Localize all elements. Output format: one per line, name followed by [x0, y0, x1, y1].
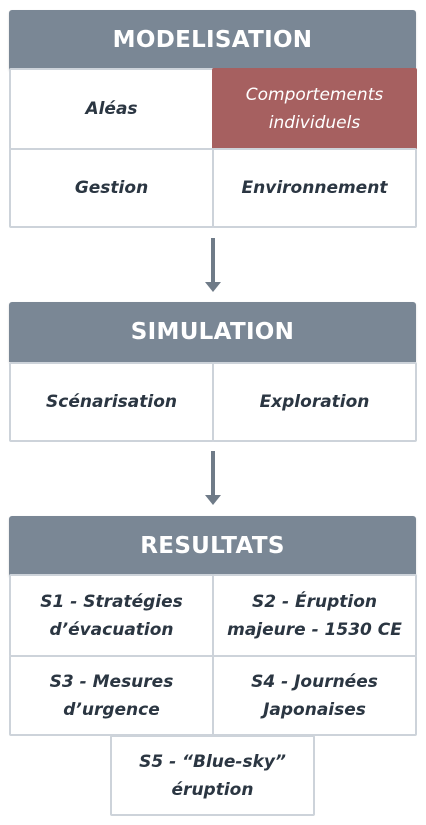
flow-arrow-2 [205, 451, 221, 505]
node-s5-blue-sky-eruption: S5 - “Blue-sky” éruption [110, 735, 315, 816]
node-s3-mesures-urgence: S3 - Mesures d’urgence [9, 655, 214, 736]
node-aleas: Aléas [9, 68, 214, 150]
node-comportements-individuels: Comportements individuels [212, 68, 417, 150]
resultats-header: RESULTATS [9, 516, 416, 576]
node-s1-strategies-evacuation: S1 - Stratégies d’évacuation [9, 574, 214, 657]
node-environnement: Environnement [212, 148, 417, 228]
node-exploration: Exploration [212, 362, 417, 442]
node-scenarisation: Scénarisation [9, 362, 214, 442]
flow-arrow-1 [205, 238, 221, 292]
modelisation-header: MODELISATION [9, 10, 416, 70]
node-gestion: Gestion [9, 148, 214, 228]
node-s4-journees-japonaises: S4 - Journées Japonaises [212, 655, 417, 736]
simulation-header: SIMULATION [9, 302, 416, 362]
node-s2-eruption-majeure: S2 - Éruption majeure - 1530 CE [212, 574, 417, 657]
